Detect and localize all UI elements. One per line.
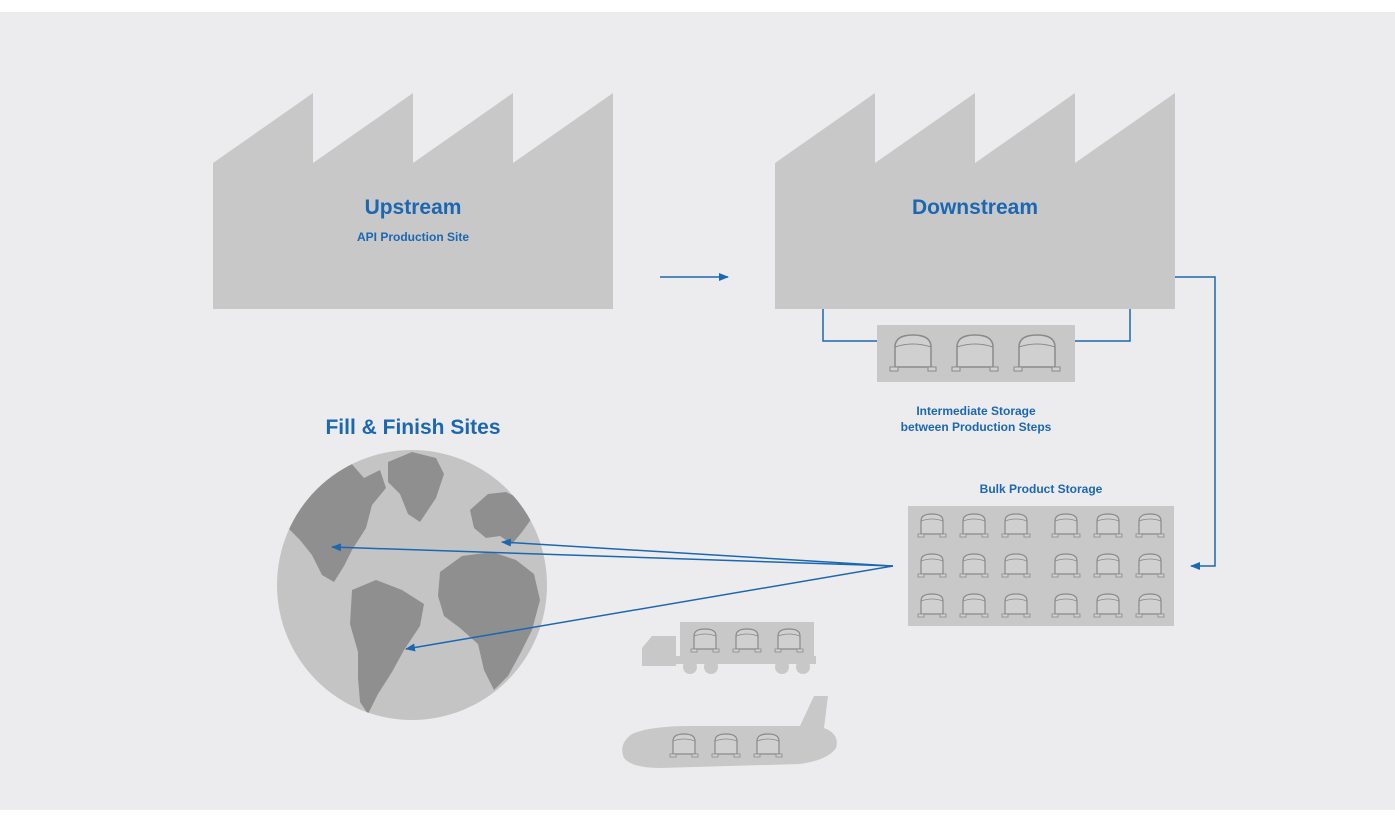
- airplane-icon: [622, 696, 837, 768]
- intermediate-storage-label-line1: Intermediate Storage: [916, 404, 1036, 418]
- globe-icon: [277, 450, 547, 720]
- truck-icon: [642, 622, 816, 674]
- upstream-factory-icon: [213, 93, 613, 309]
- intermediate-tank-1-icon: [889, 334, 937, 372]
- distribution-arrows: [331, 538, 894, 652]
- upstream-title: Upstream: [364, 196, 462, 219]
- upstream-subtitle: API Production Site: [356, 230, 469, 244]
- bulk-storage-title: Bulk Product Storage: [979, 482, 1103, 496]
- downstream-factory-icon: [775, 93, 1175, 309]
- bulk-storage-box: [908, 506, 1174, 626]
- intermediate-tank-2-icon: [951, 334, 999, 372]
- fill-finish-title: Fill & Finish Sites: [325, 416, 501, 439]
- intermediate-tank-3-icon: [1013, 334, 1061, 372]
- downstream-to-bulk-arrow-icon: [1175, 276, 1216, 570]
- background-panel: [0, 12, 1395, 810]
- downstream-title: Downstream: [911, 196, 1039, 219]
- intermediate-storage-label-line2: between Production Steps: [900, 420, 1052, 434]
